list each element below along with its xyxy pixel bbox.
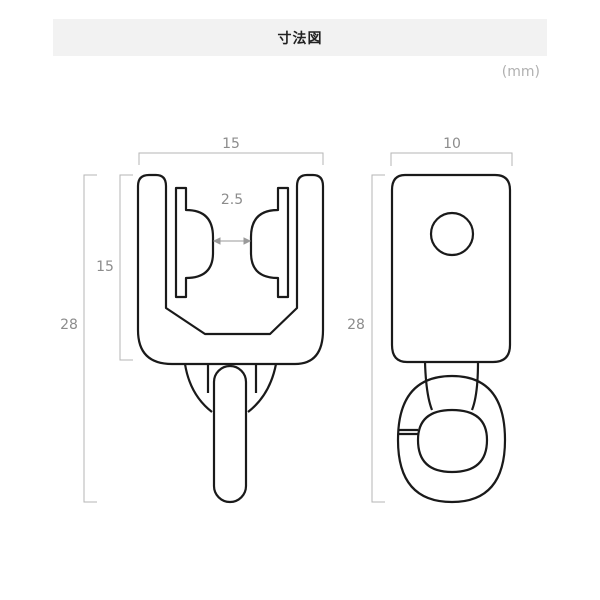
gap-dimension	[212, 237, 252, 245]
front-view	[136, 173, 325, 504]
neck-inner	[206, 364, 258, 393]
right-wheel	[249, 186, 290, 299]
front-gap-label: 2.5	[221, 192, 243, 208]
side-hole	[429, 211, 475, 257]
front-upper-height-label: 15	[96, 259, 114, 275]
left-wheel	[174, 186, 215, 299]
front-width-label: 15	[222, 136, 240, 152]
side-body	[390, 173, 512, 364]
side-view	[390, 173, 512, 504]
front-ring	[212, 364, 248, 504]
unit-label: (mm)	[501, 64, 540, 80]
side-width-label: 10	[443, 136, 461, 152]
side-ring-inner	[416, 408, 489, 474]
front-total-height-label: 28	[60, 317, 78, 333]
front-neck	[183, 363, 278, 413]
front-housing	[136, 173, 325, 366]
side-neck	[423, 361, 480, 411]
side-total-height-label: 28	[347, 317, 365, 333]
front-dimensions	[83, 152, 324, 503]
title-bar: 寸法図	[53, 19, 547, 56]
page-title: 寸法図	[277, 30, 323, 47]
side-dimensions	[371, 152, 513, 503]
side-ring-outer	[396, 374, 507, 504]
